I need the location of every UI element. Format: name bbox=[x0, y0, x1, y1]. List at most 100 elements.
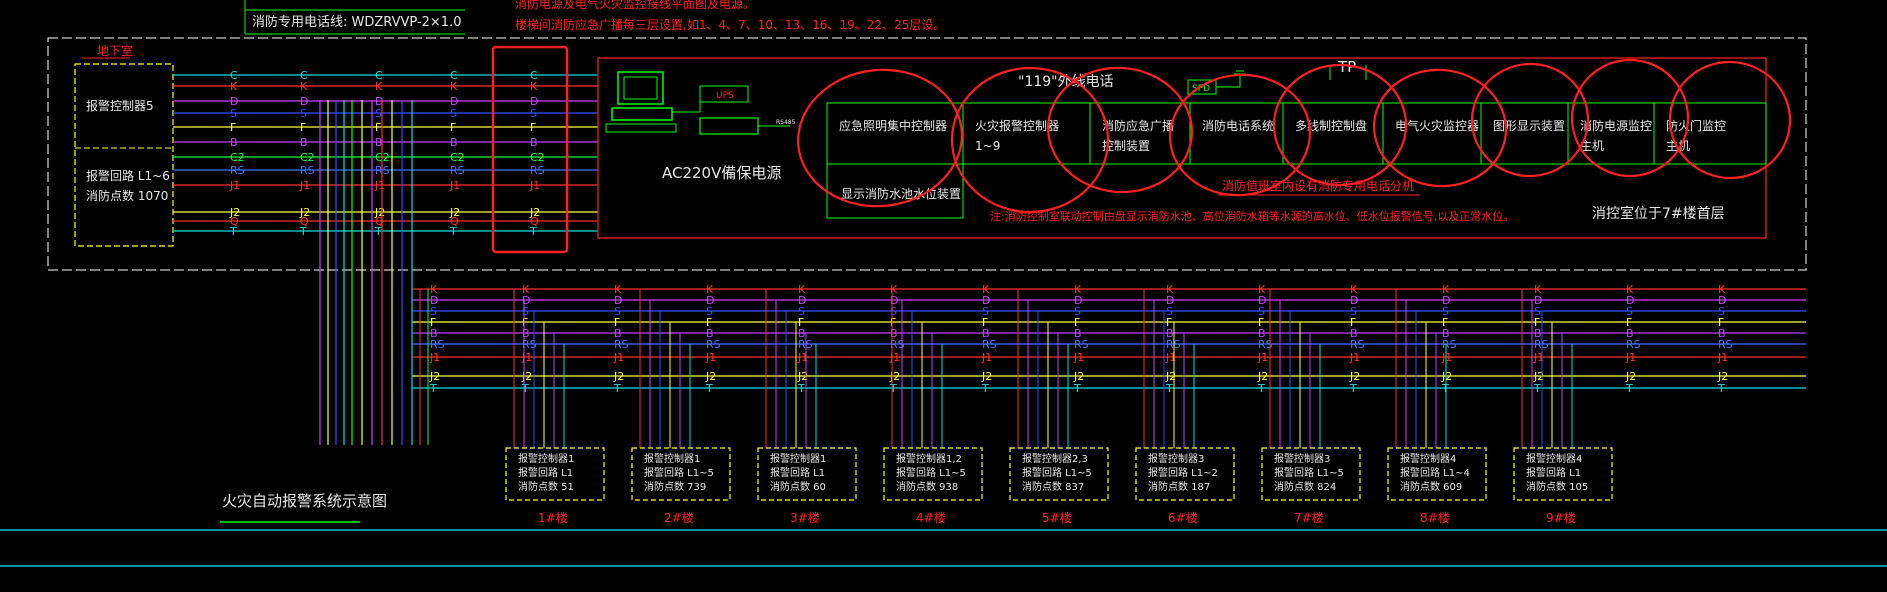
module-label: 消防电源监控 bbox=[1580, 118, 1652, 133]
bus-label-b: B bbox=[890, 327, 898, 340]
building-panel-text: 消防点数 187 bbox=[1148, 480, 1210, 493]
computer-icon bbox=[605, 71, 701, 133]
bus-label-t: T bbox=[299, 225, 307, 238]
building-panel-text: 报警回路 L1~4 bbox=[1400, 466, 1470, 479]
module-label: 主机 bbox=[1666, 139, 1690, 153]
bus-label-d: D bbox=[450, 95, 458, 108]
bus-label-f: F bbox=[890, 316, 896, 329]
bus-label-c: C bbox=[450, 69, 458, 82]
building-panel-text: 报警控制器1 bbox=[518, 452, 574, 465]
bus-label-s: S bbox=[430, 305, 437, 318]
building-panel-text: 报警回路 L1 bbox=[1526, 466, 1581, 479]
bus-label-j2: J2 bbox=[705, 370, 716, 383]
bus-label-j1: J1 bbox=[299, 179, 310, 192]
bus-label-rs: RS bbox=[706, 338, 721, 351]
bus-label-rs: RS bbox=[1534, 338, 1549, 351]
bus-label-t: T bbox=[521, 382, 529, 395]
building-panel-text: 报警控制器1,2 bbox=[896, 452, 962, 465]
bus-label-f: F bbox=[450, 121, 456, 134]
bus-label-k: K bbox=[1074, 283, 1082, 296]
bus-label-j1: J1 bbox=[1717, 351, 1728, 364]
bus-label-d: D bbox=[530, 95, 538, 108]
bus-label-rs: RS bbox=[982, 338, 997, 351]
bus-label-b: B bbox=[1350, 327, 1358, 340]
building-panel-box bbox=[1513, 447, 1613, 501]
bus-label-f: F bbox=[982, 316, 988, 329]
bus-label-rs: RS bbox=[1350, 338, 1365, 351]
riser-lines bbox=[319, 100, 429, 445]
bus-label-t: T bbox=[1625, 382, 1633, 395]
bus-label-j2: J2 bbox=[981, 370, 992, 383]
bus-label-f: F bbox=[1258, 316, 1264, 329]
building-name: 6#楼 bbox=[1168, 510, 1198, 525]
bus-label-f: F bbox=[1074, 316, 1080, 329]
module-label: 图形显示装置 bbox=[1493, 119, 1565, 133]
bus-label-s: S bbox=[522, 305, 529, 318]
bus-label-f: F bbox=[430, 316, 436, 329]
module-label: 消防应急广播 bbox=[1102, 118, 1174, 133]
building-panel-text: 消防点数 837 bbox=[1022, 480, 1084, 493]
bus-label-j1: J1 bbox=[1073, 351, 1084, 364]
bus-label-j2: J2 bbox=[613, 370, 624, 383]
module-label: 消防电话系统 bbox=[1202, 118, 1274, 133]
bus-label-s: S bbox=[1534, 305, 1541, 318]
bus-label-b: B bbox=[1626, 327, 1634, 340]
bus-label-t: T bbox=[981, 382, 989, 395]
bus-label-j2: J2 bbox=[1257, 370, 1268, 383]
basement-loop: 报警回路 L1~6 bbox=[86, 168, 170, 183]
bus-label-k: K bbox=[530, 80, 538, 93]
bus-label-j1: J1 bbox=[889, 351, 900, 364]
bus-label-c: C bbox=[300, 69, 308, 82]
module-row: 应急照明集中控制器火灾报警控制器1~9消防应急广播控制装置消防电话系统多线制控制… bbox=[826, 102, 1767, 165]
bus-label-c: C bbox=[375, 69, 383, 82]
bus-label-j1: J1 bbox=[797, 351, 808, 364]
phone-cable-label: 消防专用电话线: WDZRVVP-2×1.0 bbox=[252, 14, 461, 30]
bus-label-b: B bbox=[1258, 327, 1266, 340]
bus-label-c2: C2 bbox=[300, 151, 315, 164]
bus-label-k: K bbox=[1258, 283, 1266, 296]
bus-label-f: F bbox=[1166, 316, 1172, 329]
building-panel-box bbox=[1009, 447, 1109, 501]
bus-label-rs: RS bbox=[522, 338, 537, 351]
ups-box: UPS bbox=[699, 85, 749, 103]
bus-label-d: D bbox=[375, 95, 383, 108]
bus-label-k: K bbox=[1350, 283, 1358, 296]
bus-label-j1: J1 bbox=[1441, 351, 1452, 364]
bus-label-b: B bbox=[1074, 327, 1082, 340]
control-room: UPS RS485 AC220V備保电源 应急照明集中控制器火灾报警控制器1~9… bbox=[597, 57, 1767, 239]
bus-label-j2: J2 bbox=[521, 370, 532, 383]
bus-label-d: D bbox=[1534, 294, 1542, 307]
bus-label-t: T bbox=[889, 382, 897, 395]
bus-label-j1: J1 bbox=[429, 351, 440, 364]
bus-label-b: B bbox=[300, 136, 308, 149]
building-panel-text: 报警回路 L1~5 bbox=[896, 466, 966, 479]
bus-label-rs: RS bbox=[1074, 338, 1089, 351]
bus-lines bbox=[173, 74, 1806, 389]
bus-label-j1: J1 bbox=[1349, 351, 1360, 364]
bus-label-rs: RS bbox=[300, 164, 315, 177]
bus-label-j2: J2 bbox=[229, 206, 240, 219]
bus-label-t: T bbox=[374, 225, 382, 238]
bus-label-k: K bbox=[230, 80, 238, 93]
module-label: 火灾报警控制器 bbox=[975, 118, 1059, 133]
building-panel-box bbox=[1261, 447, 1361, 501]
bus-label-t: T bbox=[797, 382, 805, 395]
bus-label-c: C bbox=[230, 69, 238, 82]
building-panel-text: 报警回路 L1 bbox=[518, 466, 573, 479]
bus-label-f: F bbox=[1626, 316, 1632, 329]
svg-text:RS485: RS485 bbox=[776, 119, 796, 126]
bus-label-j1: J1 bbox=[1533, 351, 1544, 364]
bus-label-d: D bbox=[522, 294, 530, 307]
building-panel-text: 报警回路 L1~5 bbox=[644, 466, 714, 479]
bus-label-s: S bbox=[1442, 305, 1449, 318]
bus-label-t: T bbox=[449, 225, 457, 238]
bus-label-t: T bbox=[1257, 382, 1265, 395]
building-panel-text: 消防点数 51 bbox=[518, 480, 574, 493]
bus-label-k: K bbox=[430, 283, 438, 296]
diagram-title: 火灾自动报警系统示意图 bbox=[222, 492, 387, 510]
building-panel-text: 报警控制器4 bbox=[1526, 452, 1582, 465]
module-label: 多线制控制盘 bbox=[1295, 118, 1367, 133]
bus-label-rs: RS bbox=[614, 338, 629, 351]
bus-label-k: K bbox=[375, 80, 383, 93]
